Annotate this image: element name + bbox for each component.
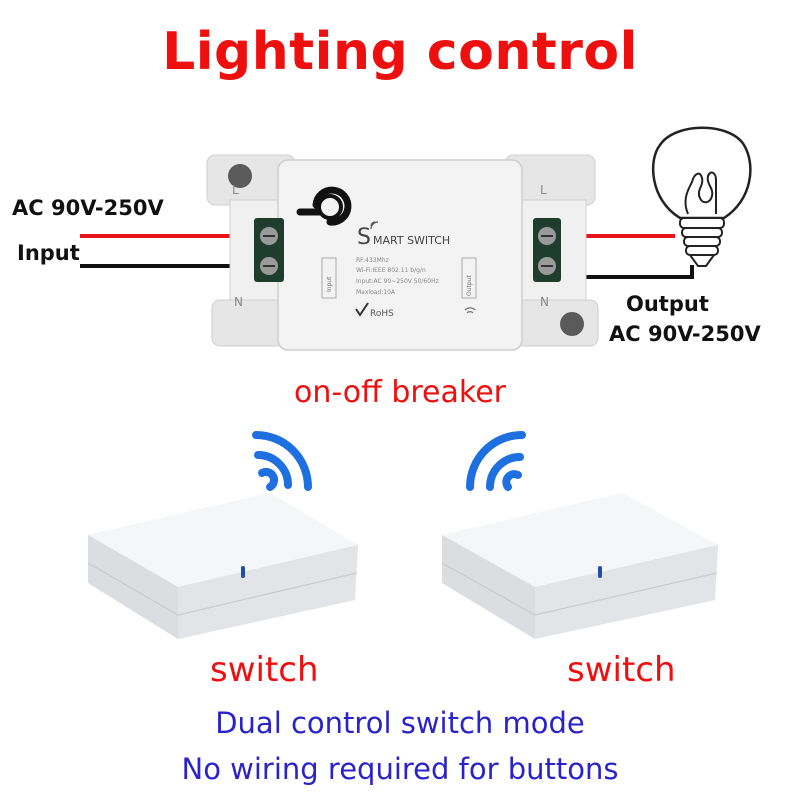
output-port-label: Output	[466, 275, 473, 296]
output-label: Output	[626, 292, 709, 316]
output-neutral-wire	[545, 265, 694, 279]
input-label: Input	[17, 241, 80, 265]
terminal-l-label: L	[540, 183, 547, 197]
wireless-switch-right[interactable]	[441, 493, 718, 639]
input-voltage-label: AC 90V-250V	[12, 196, 164, 220]
terminal-n-label: N	[540, 295, 549, 309]
mount-hole-icon	[228, 164, 252, 188]
wireless-small-icon	[370, 221, 379, 230]
brand-s: S	[357, 225, 371, 250]
output-voltage-label: AC 90V-250V	[609, 322, 761, 346]
indicator-led-icon	[241, 566, 245, 578]
footer-line-2: No wiring required for buttons	[181, 752, 619, 786]
signal-waves-icon	[466, 431, 526, 491]
light-bulb-icon	[651, 126, 752, 267]
brand-name: MART SWITCH	[373, 234, 450, 247]
spec-input: Input:AC 90~250V 50/60Hz	[356, 278, 439, 285]
checkmark-icon	[355, 302, 369, 317]
indicator-led-icon	[598, 566, 602, 578]
signal-waves-icon	[252, 431, 312, 491]
rohs-mark: RoHS	[370, 309, 394, 319]
breaker-diagram: L N L N Input Output S MART SWITCH RF:43…	[80, 126, 752, 351]
spec-wifi: Wi-Fi:IEEE 802.11 b/g/n	[356, 267, 426, 274]
smart-switch-breaker: L N L N Input Output S MART SWITCH RF:43…	[206, 154, 599, 351]
page-title: Lighting control	[162, 22, 638, 82]
switch-caption-right: switch	[567, 650, 676, 690]
terminal-n-label: N	[234, 295, 243, 309]
switch-caption-left: switch	[210, 650, 319, 690]
wireless-switch-left[interactable]	[87, 493, 358, 639]
mount-hole-icon	[560, 312, 584, 336]
wifi-icon	[464, 307, 476, 314]
breaker-caption: on-off breaker	[294, 375, 506, 410]
switches-illustration	[87, 431, 718, 639]
terminal-l-label: L	[232, 183, 239, 197]
spec-rf: RF:433Mhz	[356, 257, 389, 264]
footer-line-1: Dual control switch mode	[215, 706, 585, 740]
spec-maxload: Maxload:10A	[356, 289, 396, 296]
input-port-label: Input	[326, 276, 333, 292]
